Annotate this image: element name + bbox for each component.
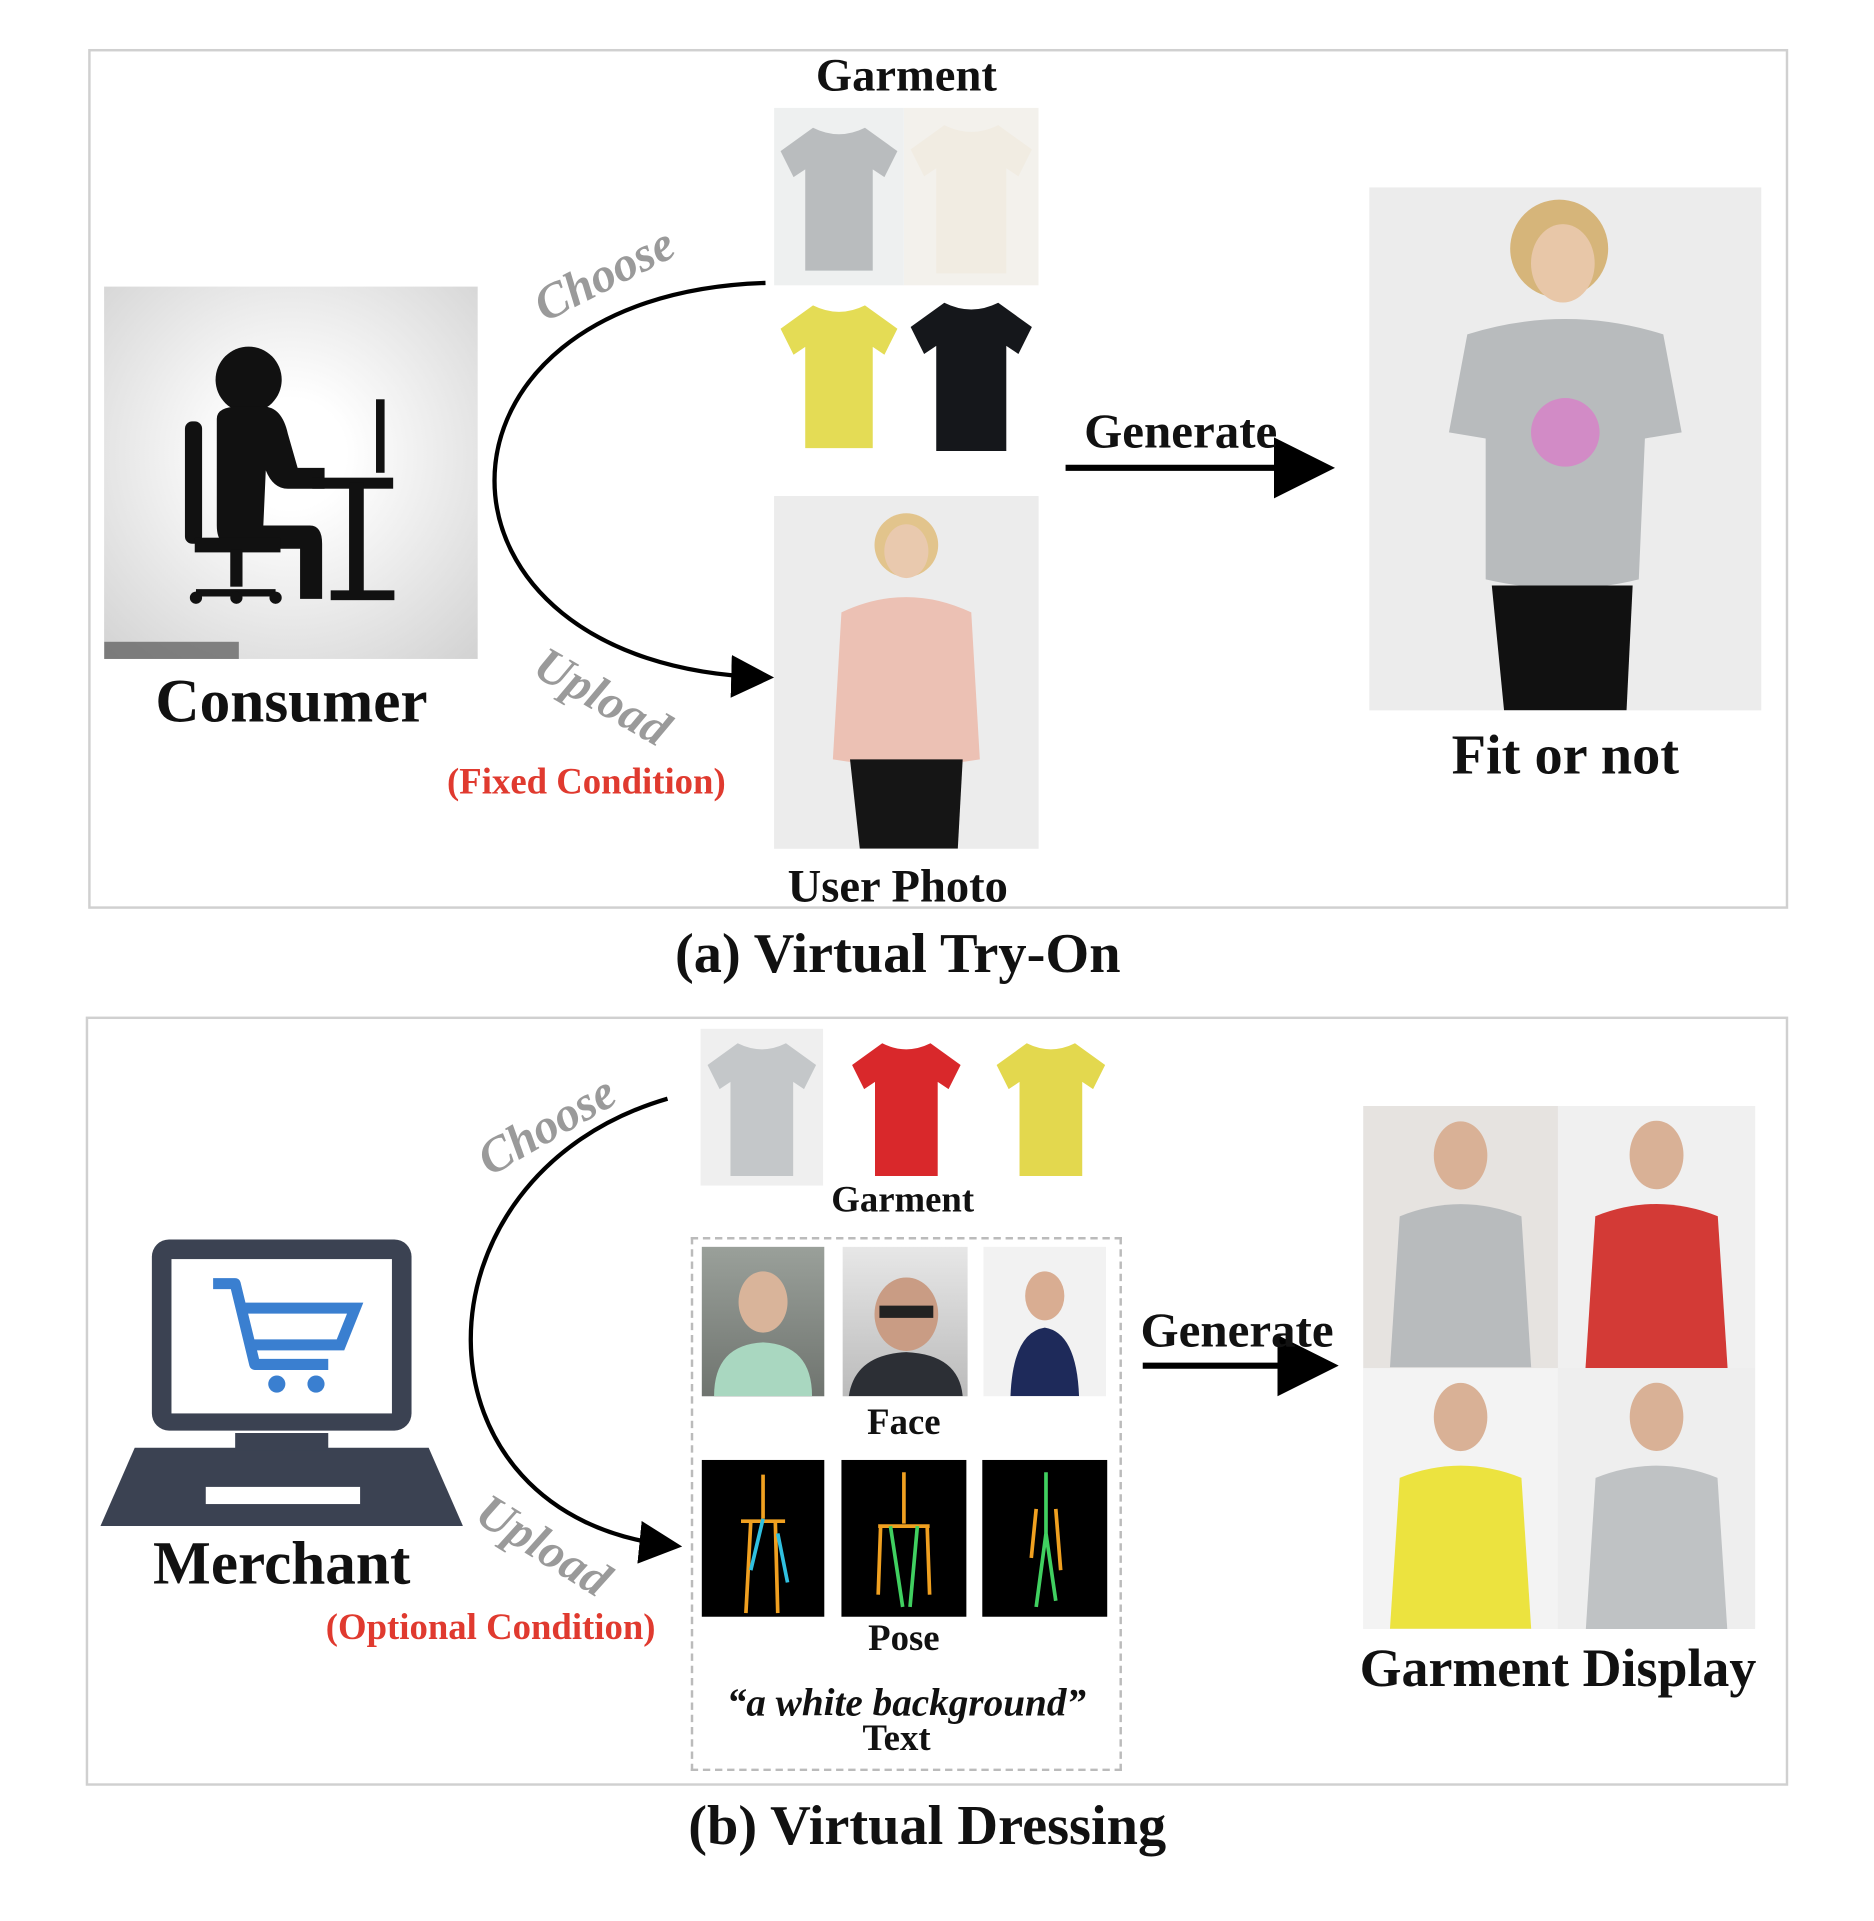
generate-label-a: Generate [1084,403,1278,459]
face-image [983,1246,1106,1397]
text-prompt: “a white background” [726,1679,1087,1724]
caption-b: (b) Virtual Dressing [688,1793,1167,1857]
pose-image [841,1459,967,1617]
garment-image [903,285,1039,463]
face-label: Face [867,1402,941,1443]
display-image [1557,1368,1756,1629]
garment-image [845,1028,968,1186]
pose-image [982,1459,1108,1617]
garment-label-b: Garment [831,1179,975,1220]
panel-virtual-dressing [85,1016,1789,1786]
garment-image [774,107,904,286]
optional-condition-label: (Optional Condition) [325,1606,656,1648]
pose-label: Pose [868,1617,940,1659]
generate-label-b: Generate [1140,1302,1334,1358]
garment-image [774,285,904,463]
choose-upload-arc-b [468,1096,683,1564]
person-at-computer-icon [104,346,395,659]
user-photo-label: User Photo [787,861,1008,913]
fixed-condition-label: (Fixed Condition) [447,761,726,803]
face-image [701,1246,825,1397]
consumer-image [104,286,478,659]
garment-grid-a [774,107,1039,463]
display-image [1363,1368,1558,1629]
try-on-result-image [1369,187,1762,711]
panel-virtual-try-on [88,48,1789,909]
merchant-label: Merchant [153,1528,411,1598]
consumer-label: Consumer [155,666,428,735]
face-image [842,1246,968,1397]
pose-image [701,1459,825,1617]
choose-upload-arc-a [492,280,775,698]
garment-image [700,1028,824,1186]
garment-display-label: Garment Display [1359,1638,1757,1699]
display-image [1557,1105,1756,1369]
fit-or-not-label: Fit or not [1451,723,1680,786]
caption-a: (a) Virtual Try-On [675,921,1121,985]
garment-display-grid [1363,1105,1756,1629]
garment-image [989,1028,1113,1186]
garment-image [903,107,1039,286]
garment-label-a: Garment [815,50,997,102]
user-photo [774,496,1039,849]
text-label: Text [862,1718,931,1759]
display-image [1363,1105,1558,1369]
merchant-laptop-cart-icon [100,1237,463,1527]
optional-conditions-box [690,1237,1122,1772]
